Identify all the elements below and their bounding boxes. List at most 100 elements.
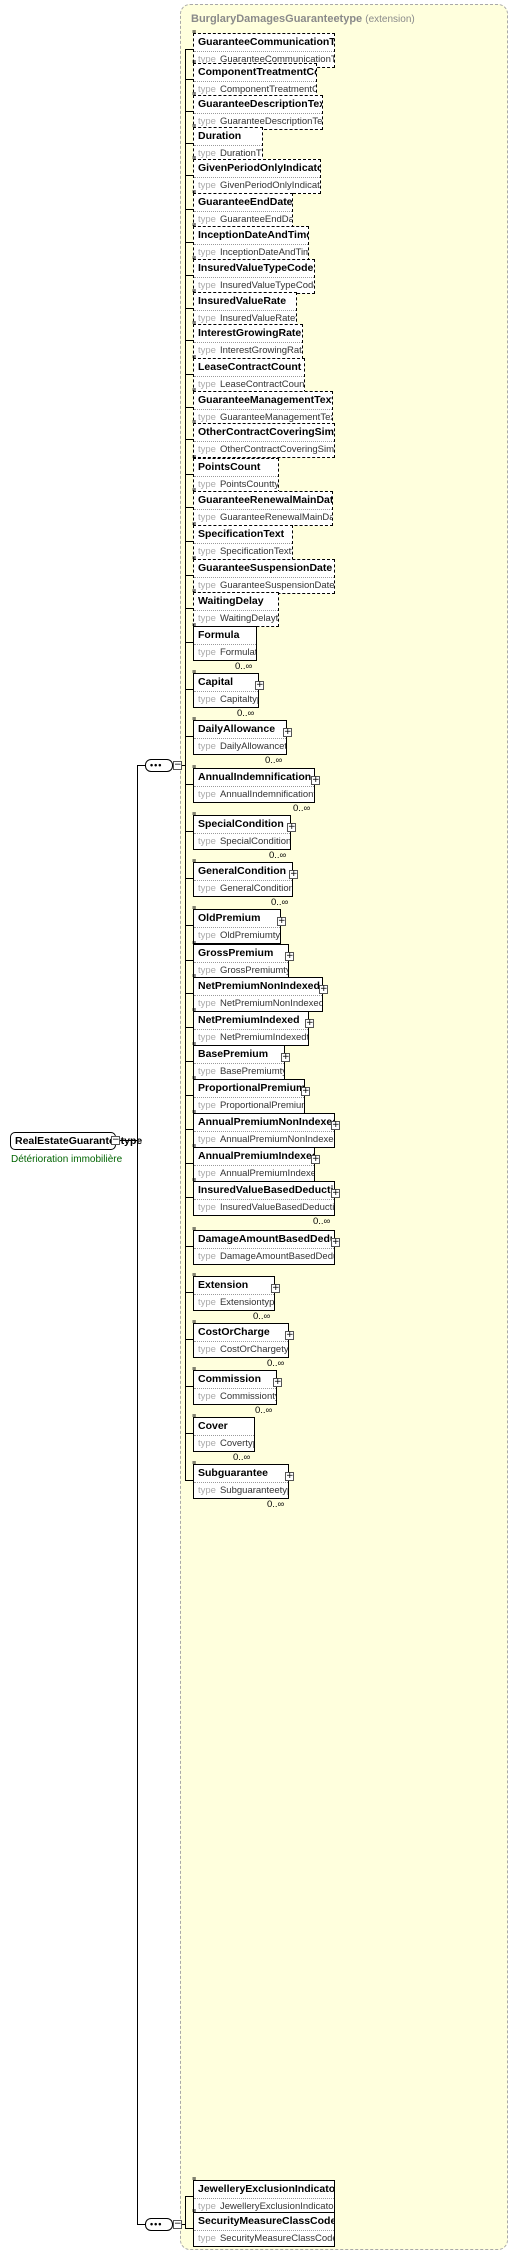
- seq1-element[interactable]: ≡DailyAllowancetypeDailyAllowancetype: [192, 716, 287, 755]
- seq1-element[interactable]: ≡SubguaranteetypeSubguaranteetype: [192, 1460, 289, 1499]
- root-element[interactable]: RealEstateGuaranteetype: [10, 1132, 142, 1150]
- seq1-element[interactable]: ≡CostOrChargetypeCostOrChargetype: [192, 1319, 289, 1358]
- element-type: GuaranteeCommunicationTexttype: [219, 54, 334, 65]
- expand-icon[interactable]: +: [305, 1018, 314, 1028]
- element-connector: [185, 575, 193, 576]
- sequence-2-compositor[interactable]: •••: [145, 2218, 173, 2231]
- attribute-marker-icon: ≡: [192, 2176, 197, 2183]
- expand-icon[interactable]: +: [311, 775, 320, 785]
- type-keyword: type: [198, 345, 216, 356]
- seq1-element[interactable]: ≡OldPremiumtypeOldPremiumtype: [192, 905, 281, 944]
- seq1-element[interactable]: ≡OtherContractCoveringSimilarG...typeOth…: [192, 419, 335, 458]
- attribute-marker-icon: ≡: [192, 1366, 197, 1373]
- seq1-element[interactable]: ≡SpecificationTexttypeSpecificationTextt…: [192, 521, 293, 560]
- element-name: AnnualIndemnification: [198, 771, 312, 783]
- element-name: WaitingDelay: [198, 595, 264, 607]
- element-name: OtherContractCoveringSimilarG...: [198, 426, 334, 438]
- attribute-marker-icon: ≡: [192, 1460, 197, 1467]
- expand-icon[interactable]: +: [287, 822, 296, 832]
- expand-icon[interactable]: +: [285, 951, 294, 961]
- expand-icon[interactable]: +: [311, 1154, 320, 1164]
- seq1-element[interactable]: ≡GuaranteeEndDatetypeGuaranteeEndDatetyp…: [192, 189, 293, 228]
- element-connector: [185, 111, 193, 112]
- seq1-element[interactable]: ≡CovertypeCovertype: [192, 1413, 255, 1452]
- attribute-marker-icon: ≡: [192, 973, 197, 980]
- expand-icon[interactable]: +: [281, 1052, 290, 1062]
- attribute-marker-icon: ≡: [192, 419, 197, 426]
- expand-icon[interactable]: +: [285, 1330, 294, 1340]
- element-connector: [185, 642, 193, 643]
- element-name: GuaranteeManagementText: [198, 394, 332, 406]
- seq1-element[interactable]: ≡GeneralConditiontypeGeneralConditiontyp…: [192, 858, 293, 897]
- type-keyword: type: [198, 54, 216, 65]
- seq1-element[interactable]: ≡WaitingDelaytypeWaitingDelaytype: [192, 588, 279, 627]
- seq1-element[interactable]: ≡CommissiontypeCommissiontype: [192, 1366, 277, 1405]
- expand-icon[interactable]: +: [255, 680, 264, 690]
- expand-icon[interactable]: +: [277, 916, 286, 926]
- root-expand-icon[interactable]: −: [111, 1135, 120, 1145]
- seq1-element[interactable]: ≡PointsCounttypePointsCounttype: [192, 454, 279, 493]
- element-connector: [185, 878, 193, 879]
- expand-icon[interactable]: +: [285, 1471, 294, 1481]
- expand-icon[interactable]: +: [301, 1086, 310, 1096]
- seq1-element[interactable]: ≡GrossPremiumtypeGrossPremiumtype: [192, 940, 289, 979]
- collapse-icon[interactable]: −: [173, 2219, 182, 2229]
- attribute-marker-icon: ≡: [192, 588, 197, 595]
- expand-icon[interactable]: +: [331, 1188, 340, 1198]
- type-keyword: type: [198, 1168, 216, 1179]
- element-name: GuaranteeRenewalMainDate: [198, 494, 332, 506]
- seq1-element[interactable]: ≡FormulatypeFormulatype: [192, 622, 257, 661]
- expand-icon[interactable]: +: [271, 1283, 280, 1293]
- type-keyword: type: [198, 1438, 216, 1449]
- extension-title: BurglaryDamagesGuaranteetype (extension): [191, 13, 415, 25]
- seq1-element[interactable]: ≡BasePremiumtypeBasePremiumtype: [192, 1041, 285, 1080]
- expand-icon[interactable]: +: [283, 727, 292, 737]
- seq1-element[interactable]: ≡DamageAmountBasedDeductibletypeDamageAm…: [192, 1226, 335, 1265]
- seq1-element[interactable]: ≡SpecialConditiontypeSpecialConditiontyp…: [192, 811, 291, 850]
- expand-icon[interactable]: +: [331, 1237, 340, 1247]
- attribute-marker-icon: ≡: [192, 858, 197, 865]
- attribute-marker-icon: ≡: [192, 123, 197, 130]
- seq1-element[interactable]: ≡DurationtypeDurationTimetype: [192, 123, 263, 162]
- root-vertical-bus: [137, 765, 138, 2224]
- element-name: GivenPeriodOnlyIndicator: [198, 162, 320, 174]
- expand-icon[interactable]: +: [319, 984, 328, 994]
- element-connector: [185, 1433, 193, 1434]
- element-type: Extensiontype: [219, 1297, 274, 1308]
- seq1-element[interactable]: ≡ComponentTreatmentCodetypeComponentTrea…: [192, 59, 317, 98]
- sequence-1-compositor[interactable]: •••: [145, 759, 173, 772]
- expand-icon[interactable]: +: [273, 1377, 282, 1387]
- seq1-to-bus: [182, 765, 186, 766]
- extension-name: BurglaryDamagesGuaranteetype: [191, 13, 363, 25]
- collapse-icon[interactable]: −: [173, 760, 182, 770]
- seq1-element[interactable]: ≡CapitaltypeCapitaltype: [192, 669, 259, 708]
- seq1-element[interactable]: ≡InsuredValueRatetypeInsuredValueRatetyp…: [192, 288, 297, 327]
- seq1-element[interactable]: ≡GuaranteeCommunicationTexttypeGuarantee…: [192, 29, 335, 68]
- expand-icon[interactable]: +: [331, 1120, 340, 1130]
- expand-icon[interactable]: +: [289, 869, 298, 879]
